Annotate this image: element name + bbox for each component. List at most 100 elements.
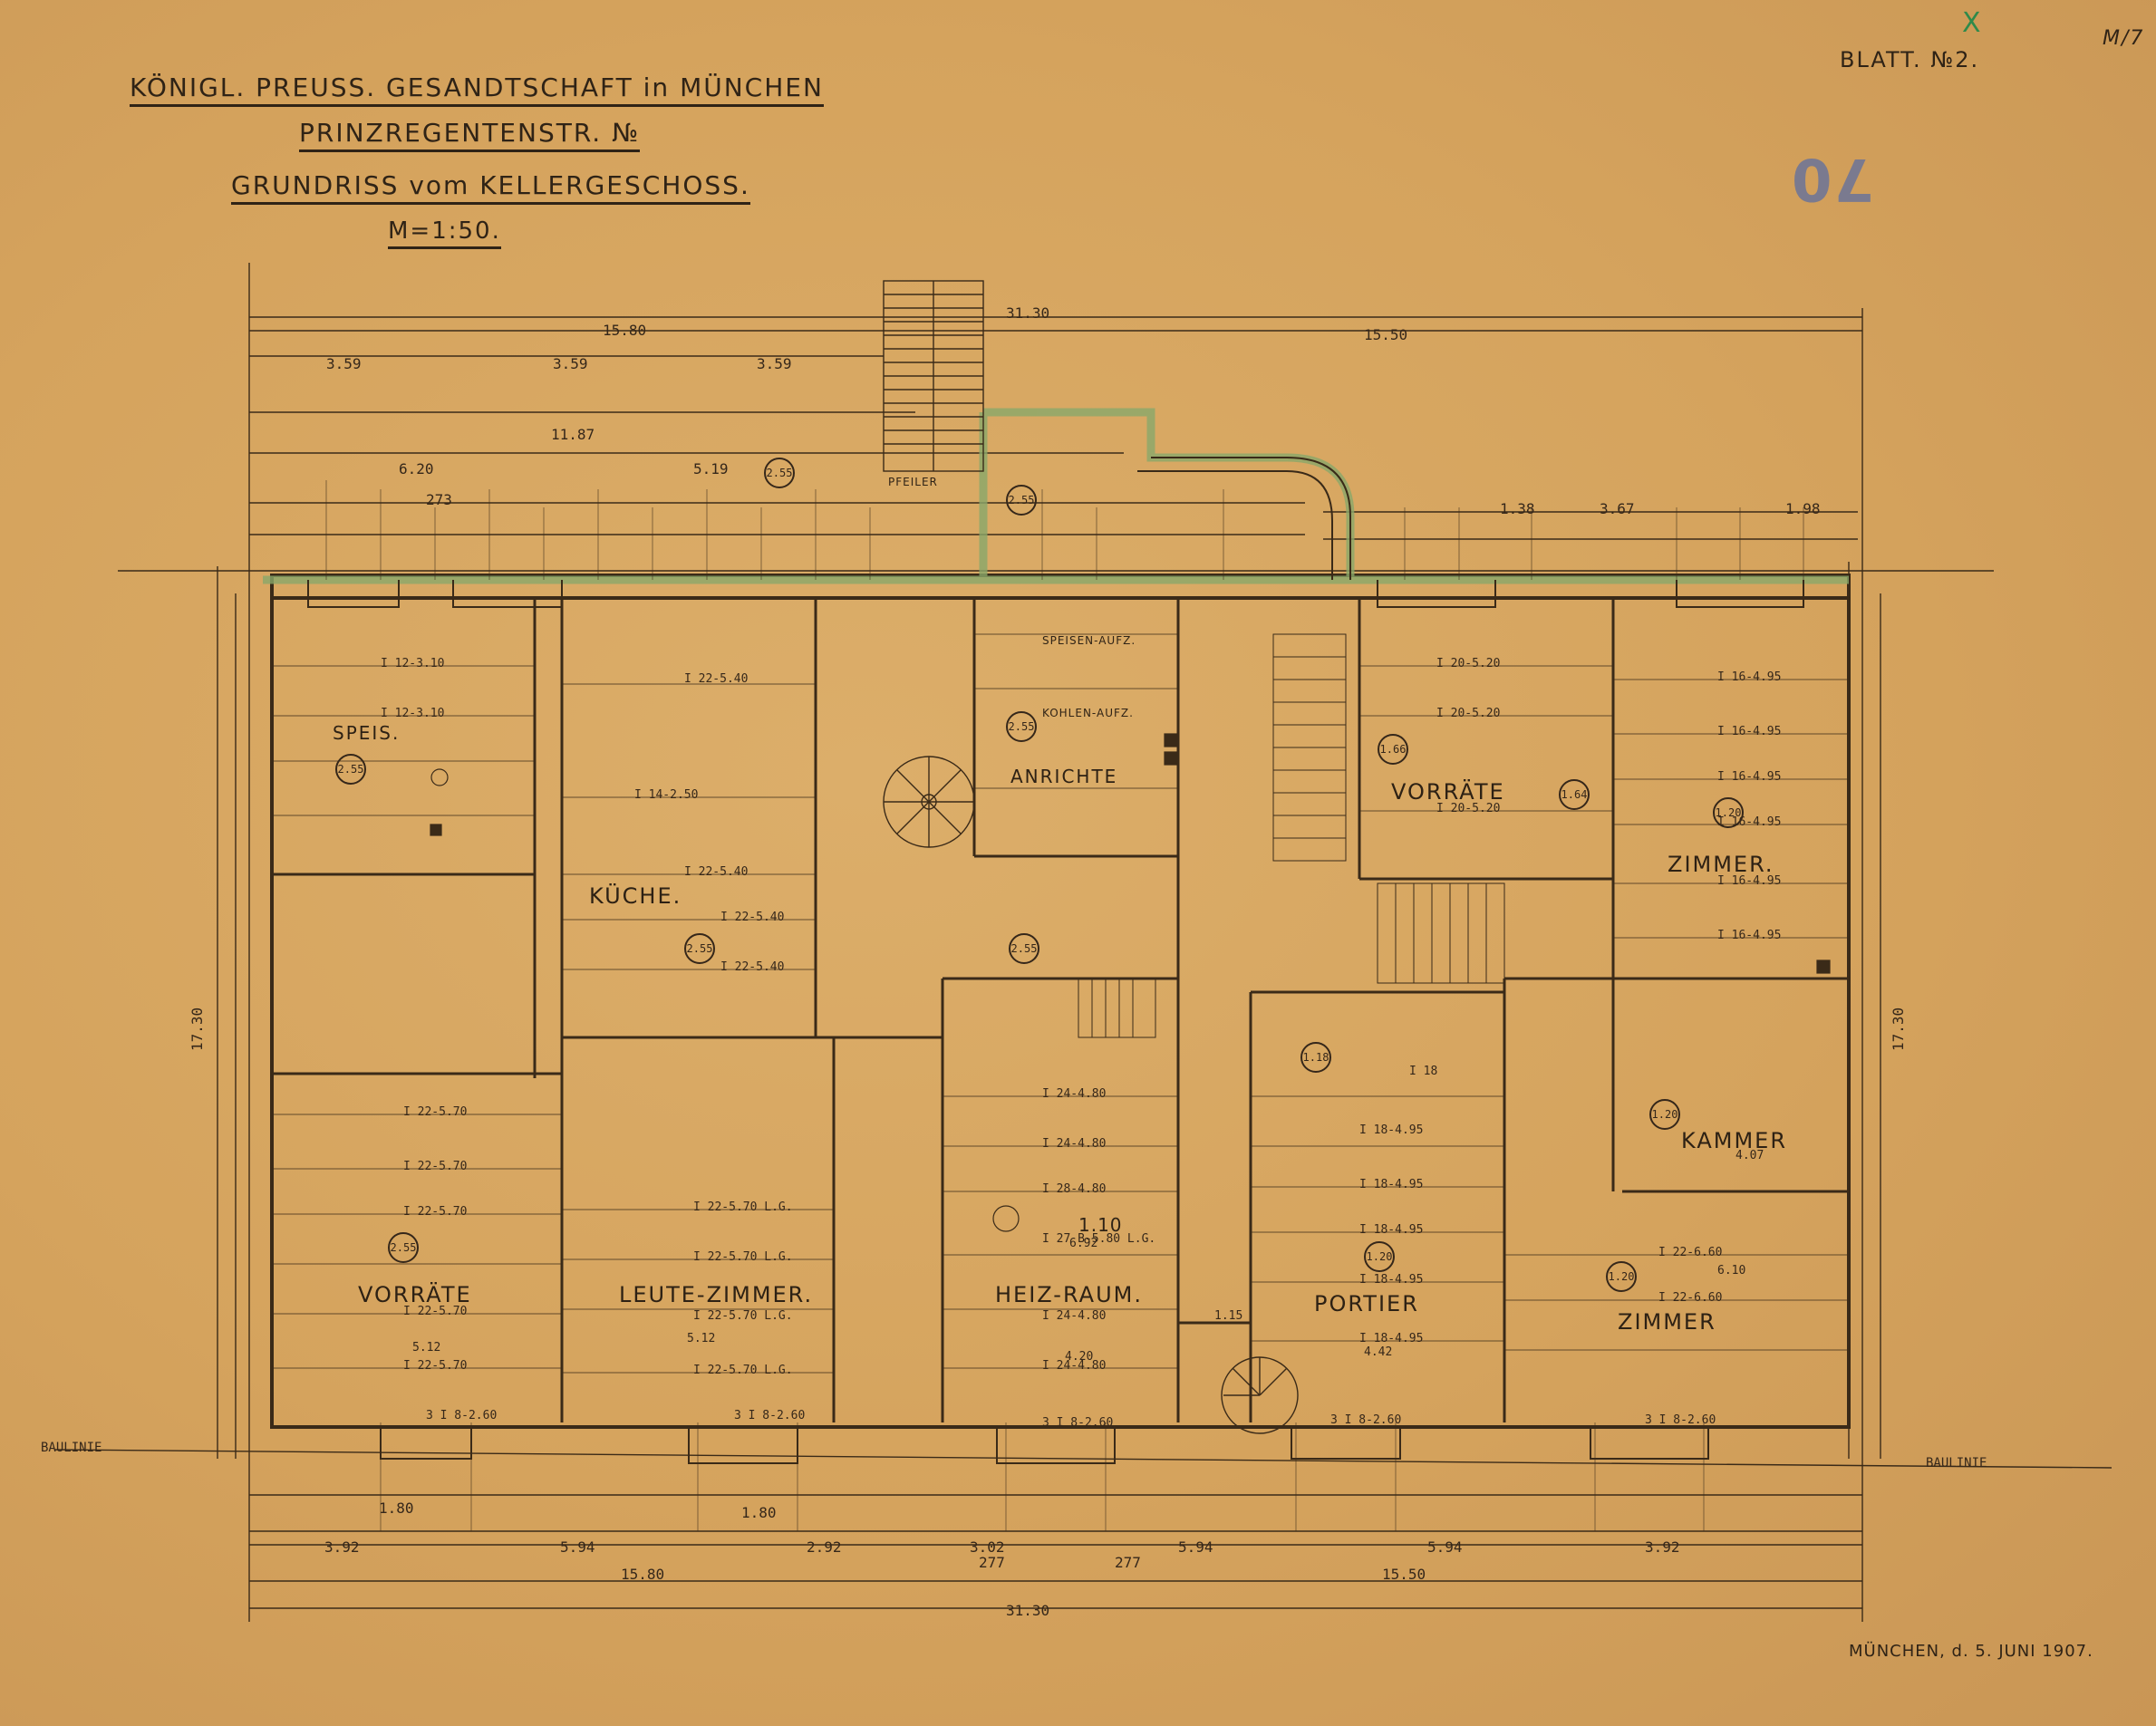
beam-label: I 16-4.95 <box>1717 815 1782 829</box>
right-half-width-bottom: 15.50 <box>1382 1566 1426 1583</box>
room-label-vorraete-bottom: VORRÄTE <box>358 1282 472 1307</box>
beam-label: I 24-4.80 <box>1042 1137 1107 1151</box>
beam-label: I 22-5.70 L.G. <box>693 1309 793 1323</box>
beam-label: 3 I 8-2.60 <box>426 1409 498 1422</box>
note-speisen-aufzug: SPEISEN-AUFZ. <box>1042 634 1136 647</box>
note-kohlen-aufzug: KOHLEN-AUFZ. <box>1042 707 1134 719</box>
title-line-3: GRUNDRISS vom KELLERGESCHOSS. <box>231 170 750 205</box>
dim-1187: 11.87 <box>551 426 595 443</box>
beam-label: I 22-6.60 <box>1658 1291 1723 1305</box>
beam-label: I 18-4.95 <box>1359 1178 1424 1191</box>
green-mark: X <box>1962 7 1983 39</box>
room-label-kueche: KÜCHE. <box>589 883 682 909</box>
scale-label: M=1:50. <box>388 217 501 249</box>
spiral-stair <box>883 756 1299 1434</box>
beam-label: I 18 <box>1409 1065 1438 1078</box>
beam-label: I 27 B-5.80 L.G. <box>1042 1232 1156 1246</box>
baulinie-left: BAULINIE <box>41 1441 102 1455</box>
overall-depth-left: 17.30 <box>189 1007 206 1051</box>
interior-walls <box>272 598 1849 1422</box>
beam-label: 6.10 <box>1717 1264 1746 1278</box>
beam-label: I 12-3.10 <box>381 657 445 670</box>
dim-292: 2.92 <box>807 1538 842 1556</box>
beam-label: 4.42 <box>1364 1345 1393 1359</box>
beam-label: I 22-5.40 <box>684 865 749 879</box>
curved-vestibule <box>1137 457 1351 580</box>
dim-302: 3.02 <box>970 1538 1005 1556</box>
room-label-heiz-raum: HEIZ-RAUM. <box>995 1282 1143 1307</box>
level-circle: 1.66 <box>1378 734 1408 765</box>
room-label-anrichte: ANRICHTE <box>1010 766 1118 787</box>
beam-label: 4.20 <box>1065 1350 1094 1364</box>
misc-symbols <box>430 733 1831 1232</box>
level-circle: 2.55 <box>1006 485 1037 516</box>
beam-label: I 22-5.70 L.G. <box>693 1200 793 1214</box>
beam-label: I 16-4.95 <box>1717 874 1782 888</box>
beam-label: I 22-5.70 <box>403 1359 468 1373</box>
dim-367: 3.67 <box>1600 500 1635 517</box>
dim-277-a: 277 <box>979 1554 1005 1571</box>
beam-label: I 22-5.40 <box>720 911 785 924</box>
beam-label: 1.15 <box>1214 1309 1243 1323</box>
right-half-width-top: 15.50 <box>1364 326 1408 343</box>
dim-138: 1.38 <box>1500 500 1535 517</box>
beam-label: I 22-5.70 L.G. <box>693 1250 793 1264</box>
beam-label: I 16-4.95 <box>1717 929 1782 942</box>
room-label-zimmer-top: ZIMMER. <box>1668 852 1774 877</box>
beam-label: I 20-5.20 <box>1436 802 1501 815</box>
tick-lines <box>325 480 1804 1531</box>
note-pfeiler: PFEILER <box>888 476 938 488</box>
window-recesses <box>307 580 1804 1464</box>
beam-label: I 16-4.95 <box>1717 670 1782 684</box>
room-label-portier: PORTIER <box>1314 1291 1419 1316</box>
level-circle: 1.20 <box>1649 1099 1680 1130</box>
level-circle: 2.55 <box>335 754 366 785</box>
dim-359-a: 3.59 <box>326 355 362 372</box>
level-circle: 1.64 <box>1559 779 1590 810</box>
beam-label: I 22-5.70 L.G. <box>693 1364 793 1377</box>
room-label-leute-zimmer: LEUTE-ZIMMER. <box>619 1282 814 1307</box>
colored-wall-wash <box>263 408 1849 584</box>
sheet-number: BLATT. №2. <box>1840 47 1980 72</box>
title-line-2: PRINZREGENTENSTR. № <box>299 118 641 152</box>
dim-594-a: 5.94 <box>560 1538 595 1556</box>
beam-label: I 16-4.95 <box>1717 725 1782 738</box>
dim-277-b: 277 <box>1115 1554 1141 1571</box>
dim-519: 5.19 <box>693 460 729 477</box>
beam-label: I 22-5.70 <box>403 1305 468 1318</box>
beam-label: I 18-4.95 <box>1359 1273 1424 1287</box>
room-label-vorraete-top: VORRÄTE <box>1391 779 1505 805</box>
dim-198: 1.98 <box>1785 500 1821 517</box>
dim-180-b: 1.80 <box>741 1504 777 1521</box>
date-signature: MÜNCHEN, d. 5. JUNI 1907. <box>1849 1642 2093 1661</box>
beam-label: I 18-4.95 <box>1359 1332 1424 1345</box>
beam-label: I 22-5.40 <box>684 672 749 686</box>
entrance-stair <box>883 280 984 472</box>
room-label-speis: SPEIS. <box>333 722 401 744</box>
beam-label: I 22-5.70 <box>403 1205 468 1219</box>
room-label-kammer: KAMMER <box>1681 1128 1787 1153</box>
beam-label: I 18-4.95 <box>1359 1123 1424 1137</box>
beam-label: 4.07 <box>1735 1149 1764 1162</box>
beam-label: 3 I 8-2.60 <box>1330 1413 1402 1427</box>
overall-depth-right: 17.30 <box>1890 1007 1907 1051</box>
dim-594-c: 5.94 <box>1427 1538 1463 1556</box>
note-heater-dim: 1.10 <box>1078 1214 1123 1236</box>
dim-359-c: 3.59 <box>757 355 792 372</box>
level-circle: 1.20 <box>1364 1241 1395 1272</box>
overall-width-bottom: 31.30 <box>1006 1602 1050 1619</box>
beam-label: I 12-3.10 <box>381 707 445 720</box>
beam-label: I 18-4.95 <box>1359 1223 1424 1237</box>
beam-label: 3 I 8-2.60 <box>1645 1413 1716 1427</box>
beam-label: I 20-5.20 <box>1436 657 1501 670</box>
beam-label: 5.12 <box>687 1332 716 1345</box>
beam-lines <box>272 633 1849 1374</box>
dim-620: 6.20 <box>399 460 434 477</box>
level-circle: 1.18 <box>1300 1042 1331 1073</box>
beam-label: I 24-4.80 <box>1042 1087 1107 1101</box>
dim-594-b: 5.94 <box>1178 1538 1213 1556</box>
beam-label: I 22-5.70 <box>403 1160 468 1173</box>
title-line-1: KÖNIGL. PREUSS. GESANDTSCHAFT in MÜNCHEN <box>130 72 824 107</box>
